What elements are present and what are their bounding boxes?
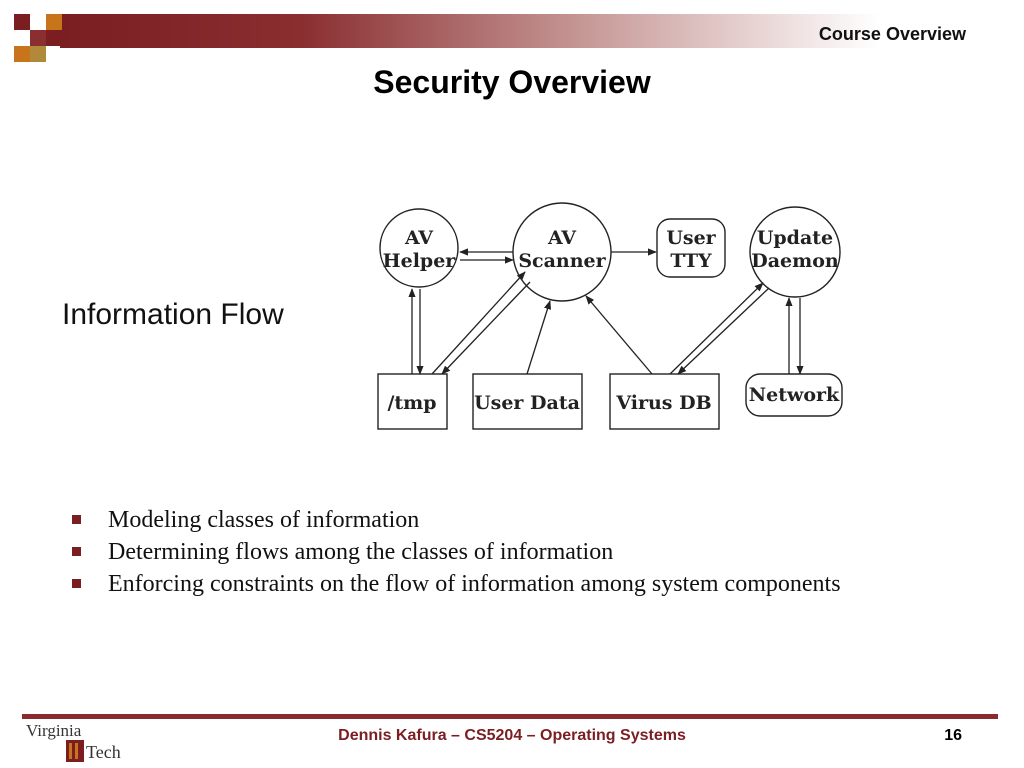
header-decor-square xyxy=(14,14,30,30)
header-decor-square xyxy=(46,30,62,46)
node-label: Helper xyxy=(383,250,457,272)
node-label: AV xyxy=(404,227,434,249)
flow-arrow xyxy=(677,287,770,375)
node-label: Scanner xyxy=(518,250,606,272)
square-bullet-icon xyxy=(72,547,81,556)
footer-divider xyxy=(22,714,998,719)
slide-title: Security Overview xyxy=(373,64,651,100)
square-bullet-icon xyxy=(72,579,81,588)
node-label: User xyxy=(666,227,716,249)
node-label: /tmp xyxy=(387,392,436,414)
node-label: AV xyxy=(547,227,577,249)
flow-arrow xyxy=(526,300,552,375)
node-user-tty xyxy=(656,218,726,278)
section-label: Course Overview xyxy=(818,24,966,44)
bullet-item: Determining flows among the classes of i… xyxy=(72,536,841,568)
bullet-list: Modeling classes of information Determin… xyxy=(72,504,841,600)
node-label: Daemon xyxy=(751,250,839,272)
header-decor-square xyxy=(46,14,62,30)
node-network xyxy=(745,373,843,417)
flow-arrow xyxy=(441,281,531,375)
header-decor-square xyxy=(30,30,46,46)
node-user-data xyxy=(472,373,583,430)
bullet-text: Enforcing constraints on the flow of inf… xyxy=(108,571,841,597)
bullet-text: Modeling classes of information xyxy=(108,507,420,533)
node-label: Update xyxy=(757,227,833,249)
node-tmp xyxy=(377,373,448,430)
node-label: Virus DB xyxy=(615,392,711,414)
node-label: Network xyxy=(749,384,840,406)
bullet-text: Determining flows among the classes of i… xyxy=(108,539,614,565)
information-flow-label: Information Flow xyxy=(62,298,284,331)
page-number: 16 xyxy=(944,727,962,744)
flow-arrow xyxy=(585,295,653,375)
logo-text: Tech xyxy=(86,742,121,762)
square-bullet-icon xyxy=(72,515,81,524)
information-flow-diagram: AV Helper AV Scanner User TTY Update Dae… xyxy=(377,202,843,430)
header-decor-square xyxy=(30,46,46,62)
node-virus-db xyxy=(609,373,720,430)
node-label: TTY xyxy=(670,250,712,272)
bullet-item: Enforcing constraints on the flow of inf… xyxy=(72,568,841,600)
flow-arrow xyxy=(669,282,764,375)
virginia-tech-logo: Virginia Tech xyxy=(26,721,121,762)
footer-course-info: Dennis Kafura – CS5204 – Operating Syste… xyxy=(338,727,686,744)
header-decor-square xyxy=(14,46,30,62)
logo-text: Virginia xyxy=(26,721,82,740)
node-update-daemon xyxy=(749,206,841,298)
node-av-helper xyxy=(379,208,459,288)
bullet-item: Modeling classes of information xyxy=(72,504,841,536)
header-gradient-bar xyxy=(60,14,1024,48)
node-label: User Data xyxy=(474,392,580,414)
flow-arrow xyxy=(431,271,526,375)
